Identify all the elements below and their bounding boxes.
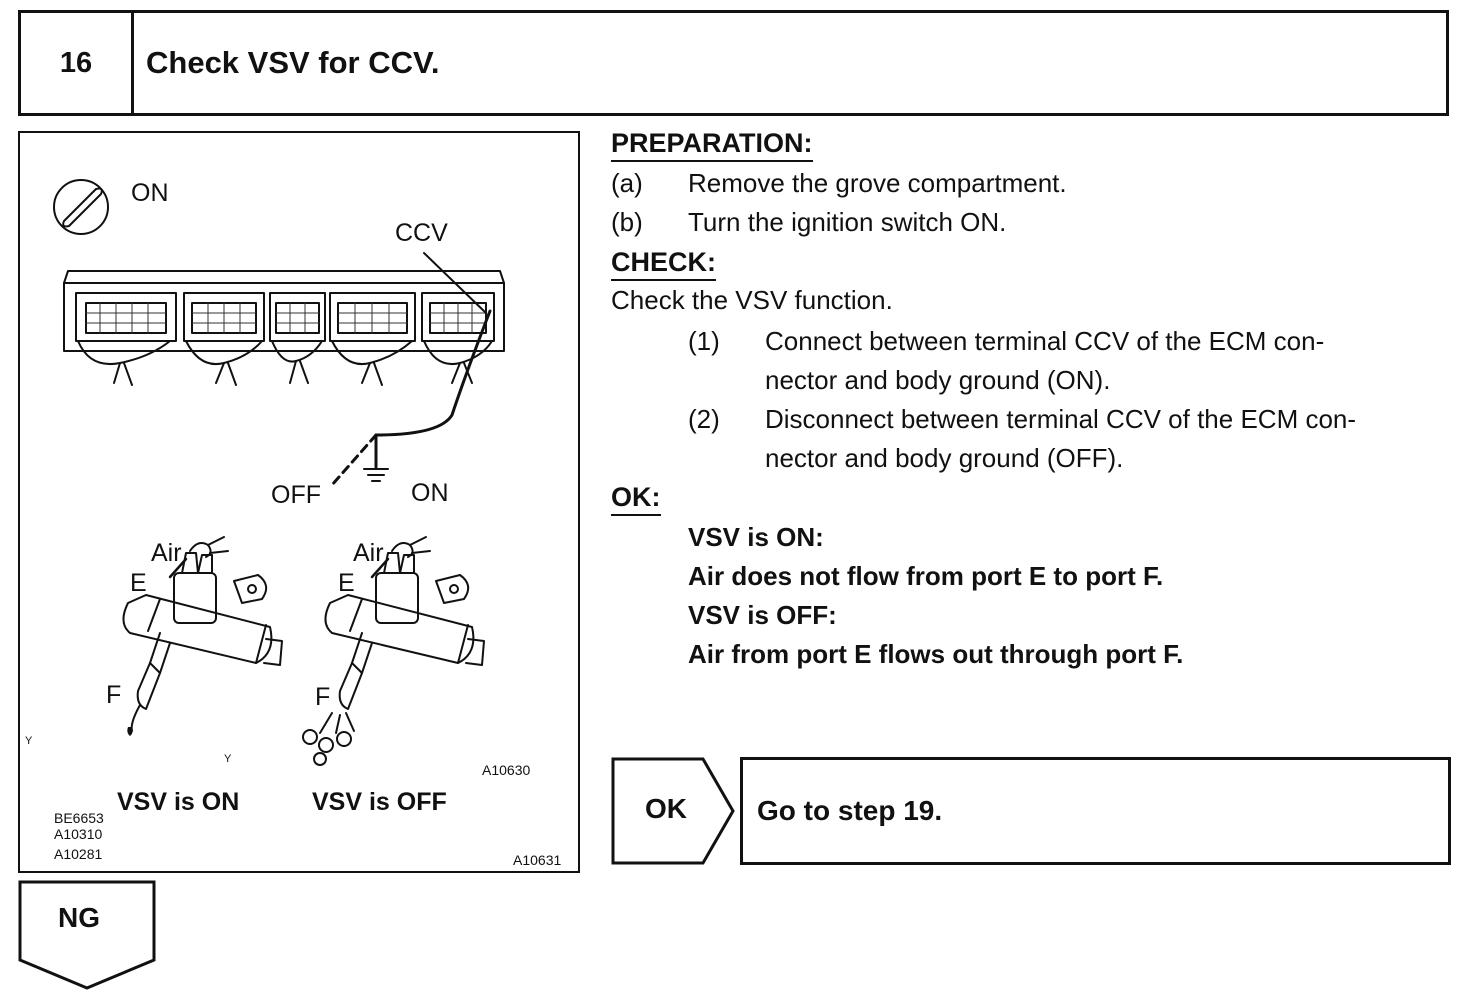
figure-code-1: BE6653 [54, 810, 104, 826]
preparation-heading: PREPARATION: [611, 128, 813, 162]
vsv-off-icon [319, 536, 485, 734]
air-arrow-icon [168, 557, 188, 579]
ok-result-line-4: Air from port E flows out through port F… [688, 639, 1184, 669]
mark-y-left: Y [25, 735, 33, 747]
ignition-switch-icon [53, 179, 109, 235]
check-step-2-marker: (2) [688, 404, 720, 434]
ok-label: OK [645, 793, 687, 824]
ok-branch: OK Go to step 19. [611, 757, 1451, 865]
ccv-label: CCV [395, 219, 448, 247]
caption-vsv-off: VSV is OFF [312, 788, 447, 816]
figure-code-3: A10281 [54, 846, 103, 862]
ng-label: NG [58, 902, 100, 933]
prep-step-a-marker: (a) [611, 168, 643, 198]
check-intro: Check the VSV function. [611, 285, 893, 315]
right-air-label: Air [353, 539, 384, 567]
check-step-1-marker: (1) [688, 326, 720, 356]
check-step-2-line1: Disconnect between terminal CCV of the E… [765, 404, 1357, 434]
wire-harness [77, 340, 493, 386]
ng-arrow-shape [18, 880, 156, 990]
jumper-wire [374, 309, 492, 469]
step-header: 16 Check VSV for CCV. [18, 10, 1449, 116]
air-outflow-icon [302, 729, 352, 766]
caption-vsv-on: VSV is ON [117, 788, 240, 816]
ng-branch: NG [18, 880, 156, 992]
right-port-e-label: E [338, 569, 355, 597]
diagram-figure: ON CCV OFF ON Air E F Air E F Y Y A10630… [18, 131, 580, 873]
left-port-f-label: F [106, 681, 122, 709]
prep-step-b-text: Turn the ignition switch ON. [688, 207, 1007, 237]
figure-code-bottom-right: A10631 [513, 852, 562, 868]
check-step-1-line2: nector and body ground (ON). [765, 365, 1111, 395]
vsv-on-icon [122, 536, 283, 732]
figure-code-2: A10310 [54, 826, 103, 842]
left-air-label: Air [151, 539, 182, 567]
check-heading: CHECK: [611, 247, 716, 281]
ccv-leader-line [423, 252, 487, 314]
ground-symbol-icon [363, 468, 389, 482]
ecm-connector-icon [63, 270, 505, 352]
off-label: OFF [271, 481, 321, 509]
prep-step-a-text: Remove the grove compartment. [688, 168, 1067, 198]
step-number: 16 [21, 13, 134, 113]
ok-arrow-shape [611, 757, 735, 865]
step-title: Check VSV for CCV. [146, 45, 440, 80]
check-step-2-line2: nector and body ground (OFF). [765, 443, 1124, 473]
ok-result-line-2: Air does not flow from port E to port F. [688, 561, 1164, 591]
mark-y-center: Y [224, 753, 232, 765]
prep-step-b-marker: (b) [611, 207, 643, 237]
ok-heading: OK: [611, 482, 661, 516]
figure-code-upper: A10630 [482, 762, 531, 778]
on-label: ON [411, 479, 449, 507]
drip-icon [127, 727, 133, 736]
jumper-wire-off [330, 433, 378, 487]
air-arrow-icon-2 [370, 557, 390, 579]
ok-result-line-3: VSV is OFF: [688, 600, 837, 630]
switch-on-label: ON [131, 179, 169, 207]
ok-action-text: Go to step 19. [740, 757, 1451, 865]
left-port-e-label: E [130, 569, 147, 597]
diagram-drawing [53, 179, 505, 766]
ok-result-line-1: VSV is ON: [688, 522, 824, 552]
right-port-f-label: F [315, 683, 331, 711]
check-step-1-line1: Connect between terminal CCV of the ECM … [765, 326, 1325, 356]
